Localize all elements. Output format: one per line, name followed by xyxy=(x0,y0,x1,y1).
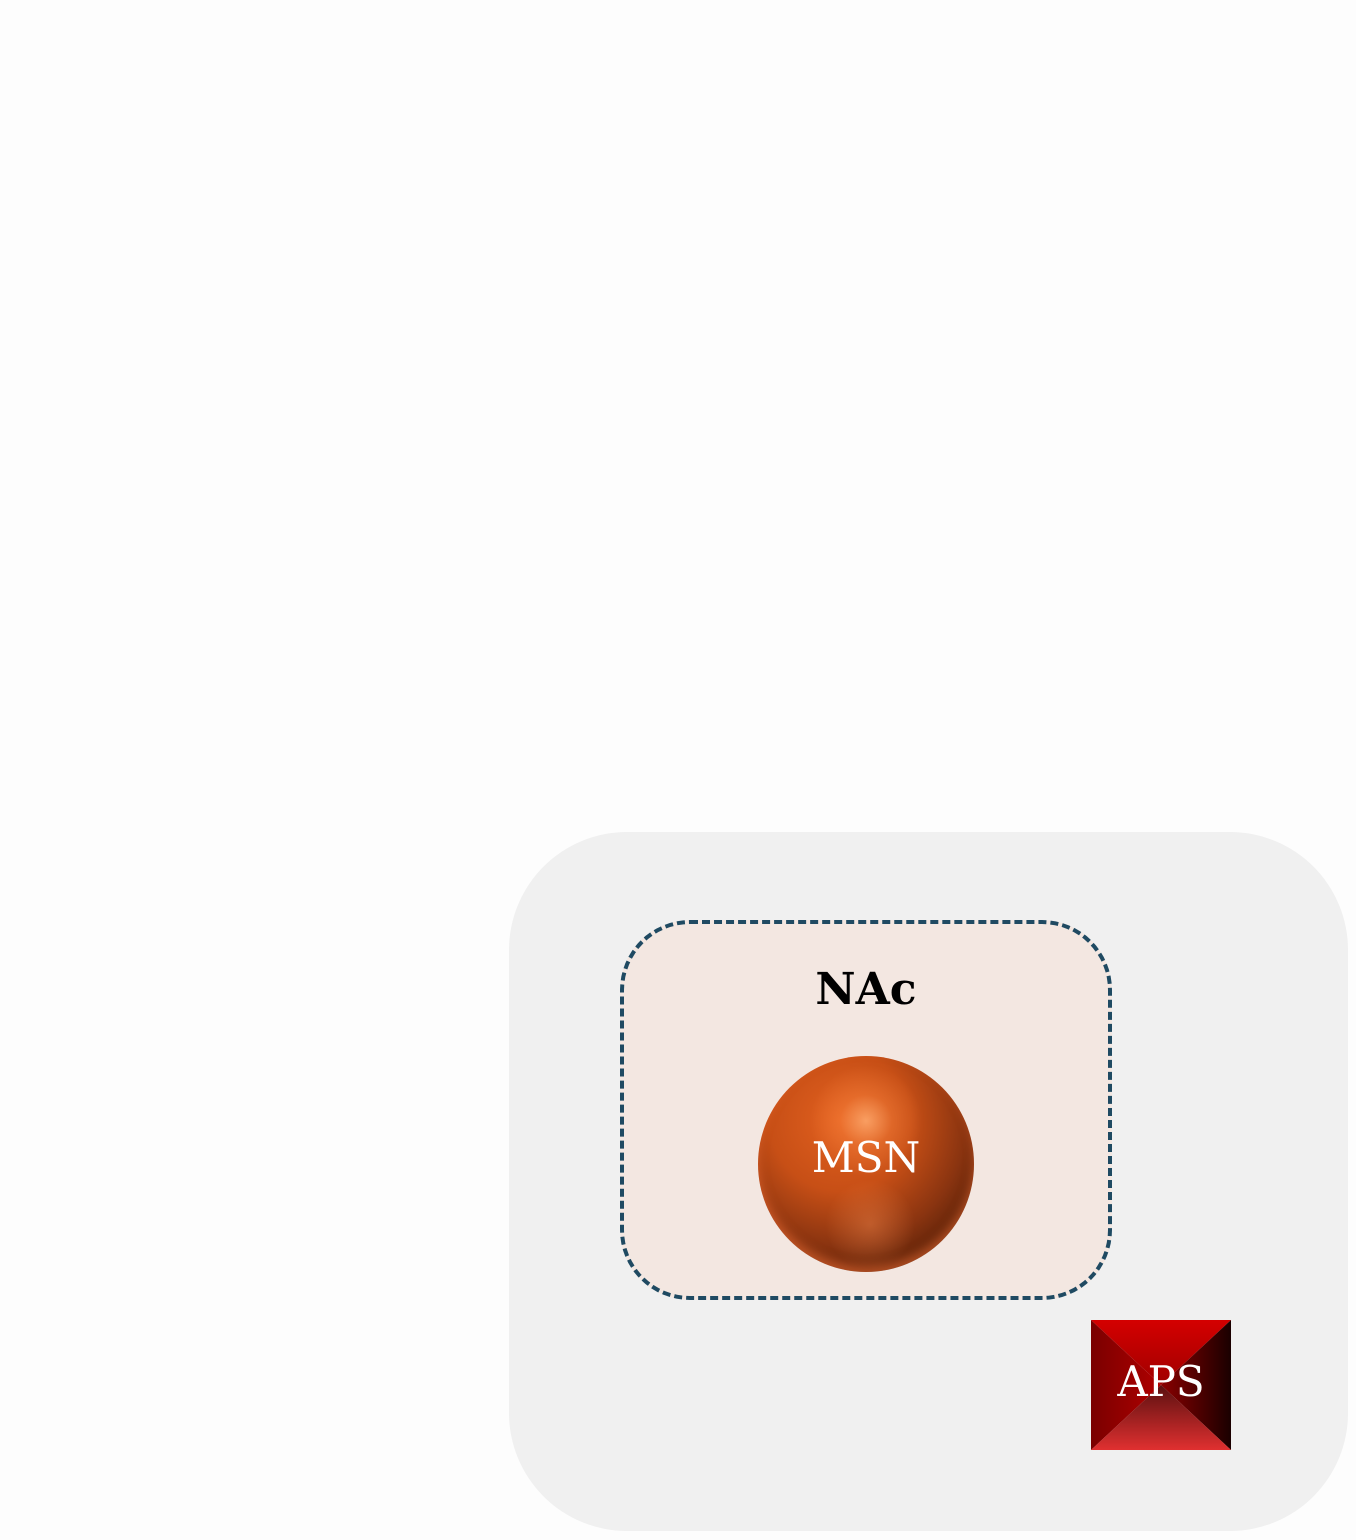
nac-region-label: NAc xyxy=(815,964,917,1015)
aps-block xyxy=(1091,1320,1231,1450)
msn-neuron-label: MSN xyxy=(811,1133,921,1182)
msn-neuron-sphere xyxy=(758,1056,974,1272)
aps-block-label: APS xyxy=(1117,1357,1205,1406)
aps-bevel-graphic xyxy=(1091,1320,1231,1450)
